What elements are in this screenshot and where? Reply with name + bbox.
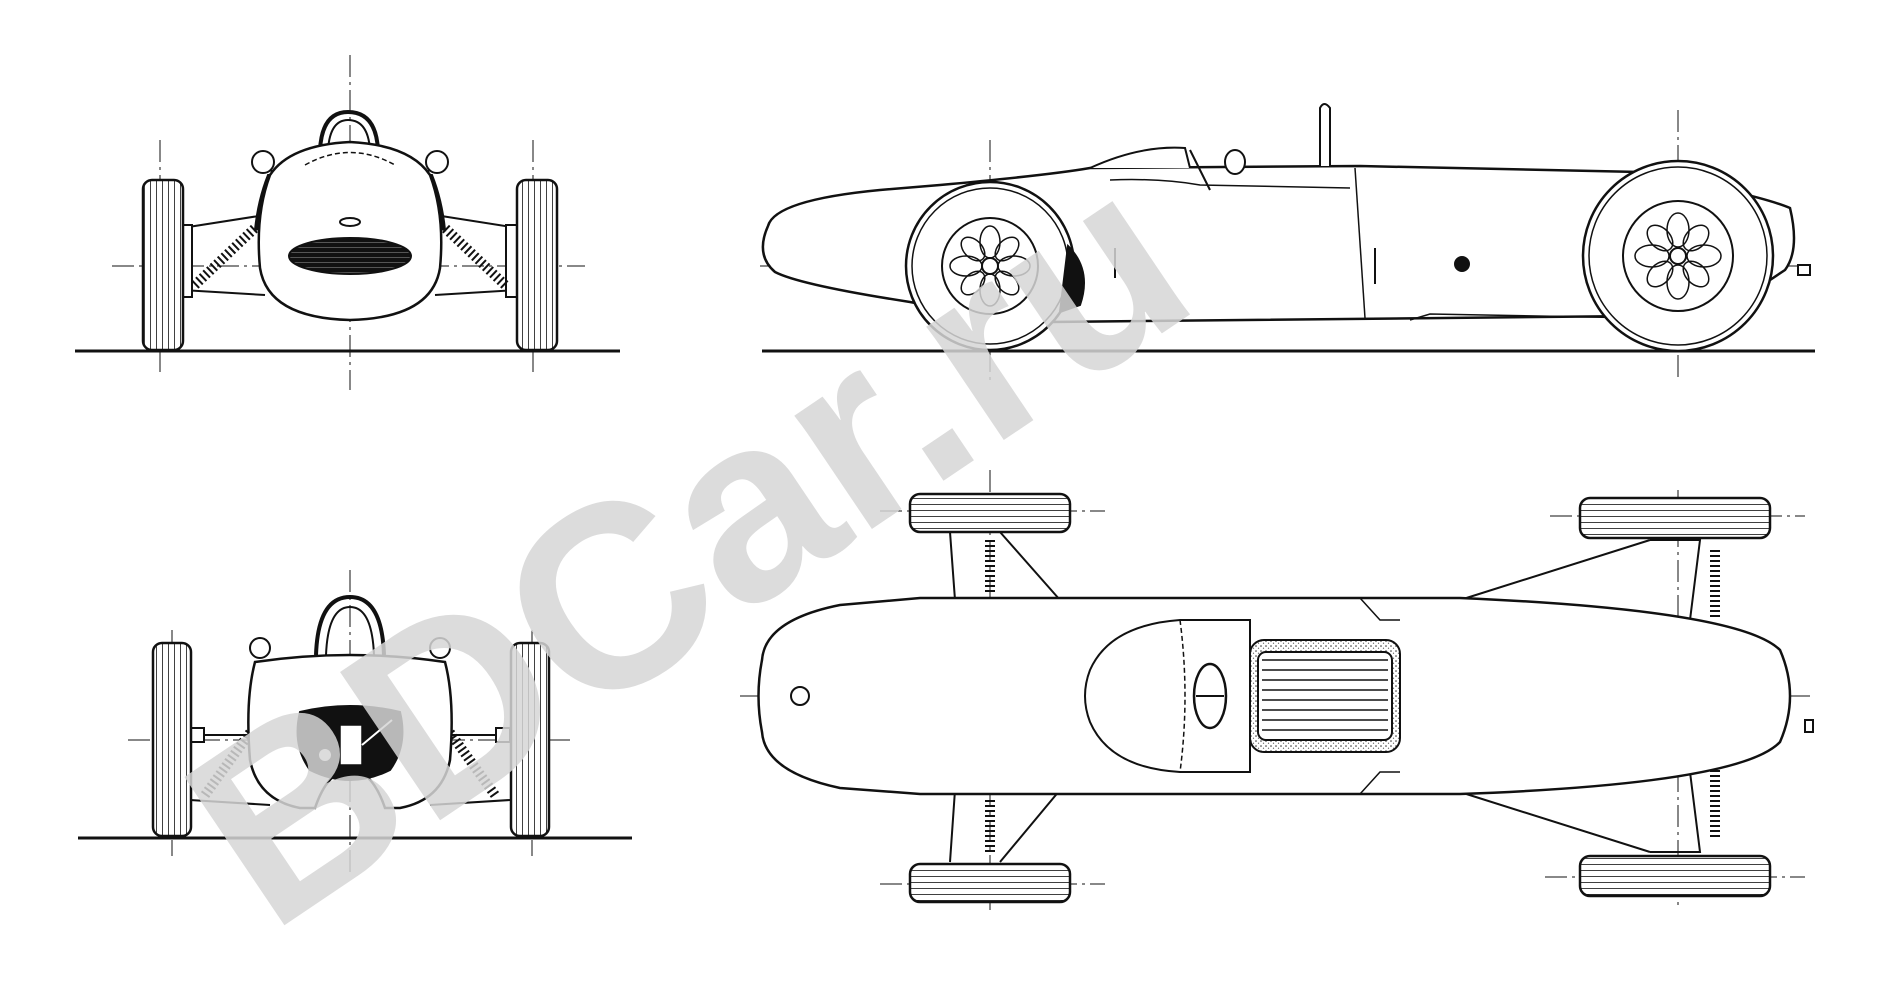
cockpit (1084, 619, 1251, 773)
front-right-wheel (908, 862, 1072, 904)
front-hub-petals (949, 225, 1031, 307)
rear-hub-petals (1634, 212, 1722, 300)
wheel-right (509, 641, 551, 838)
rear-view (78, 570, 632, 875)
grille (288, 237, 412, 275)
steering-wheel (1192, 662, 1228, 730)
rear-right-wheel (1578, 854, 1772, 898)
wheel-left (141, 178, 185, 352)
top-view (740, 470, 1814, 910)
wheel-right (515, 178, 559, 352)
side-view (760, 103, 1815, 380)
wheel-left (151, 641, 193, 838)
front-view (75, 55, 620, 390)
nose-body (257, 140, 443, 322)
front-left-wheel (908, 492, 1072, 534)
rear-left-wheel (1578, 496, 1772, 540)
